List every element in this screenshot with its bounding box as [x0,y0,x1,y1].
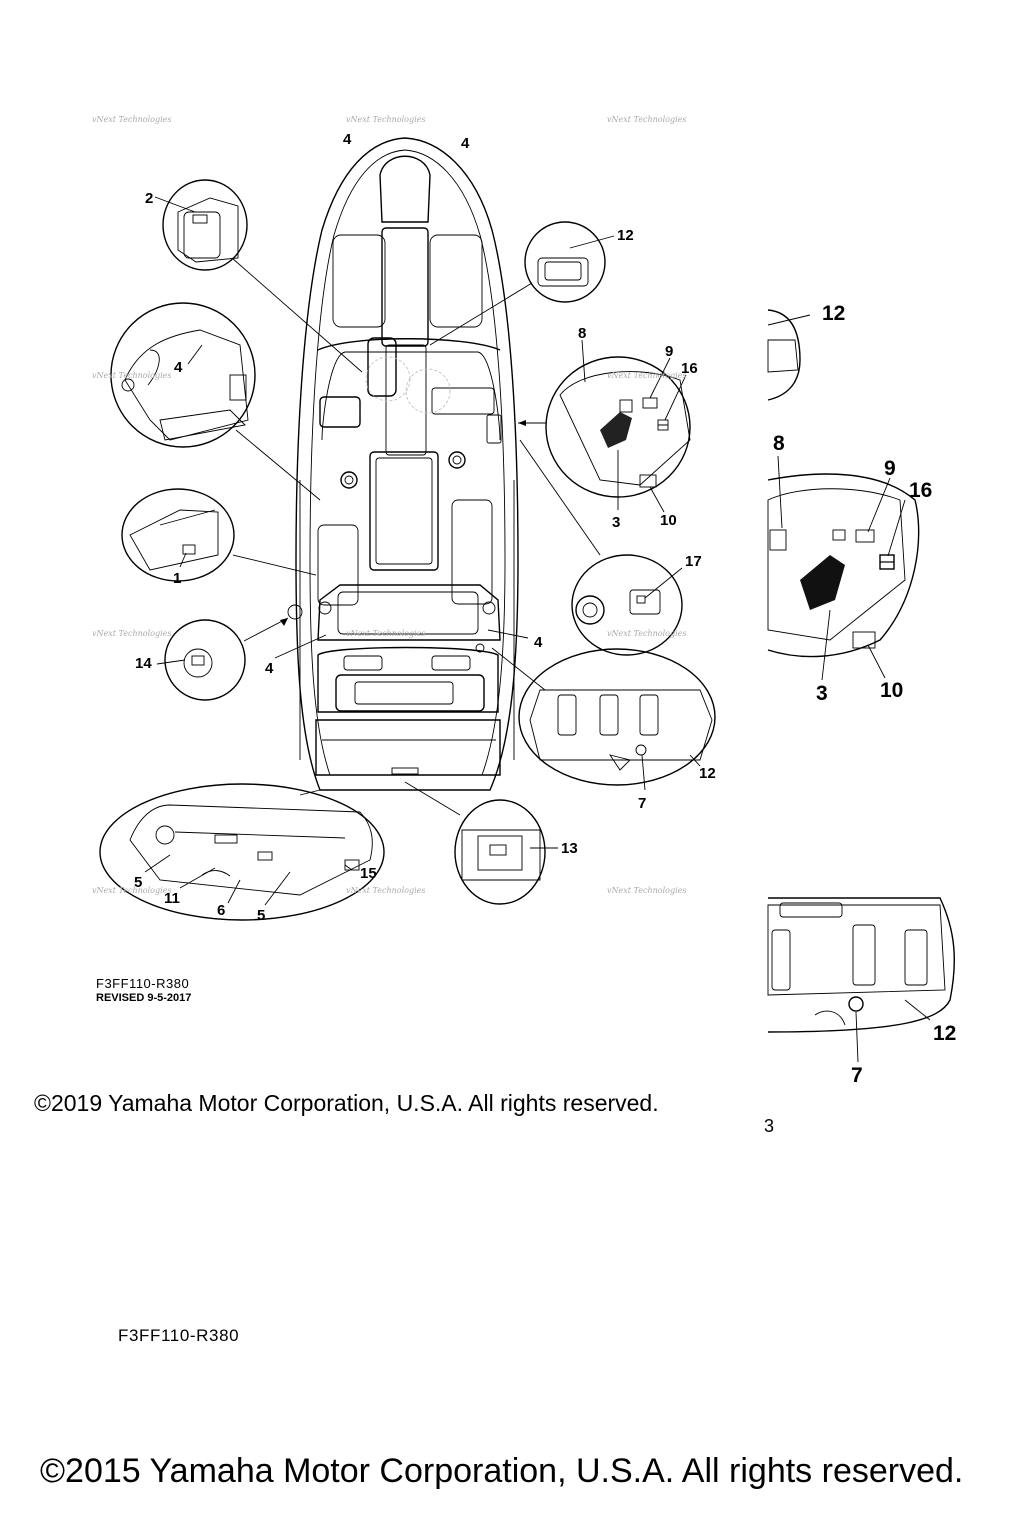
callout-3: 3 [612,514,620,531]
callout-4: 4 [174,359,183,376]
callout-3: 3 [816,682,828,705]
callout-16: 16 [681,360,698,377]
callout-5: 5 [257,907,265,924]
callout-4: 4 [461,135,470,152]
watermark-text: vNext Technologies [607,371,686,380]
stray-mark: 3 [764,1116,775,1136]
zoom-inset-throttle [767,455,920,681]
copyright-2015: ©2015 Yamaha Motor Corporation, U.S.A. A… [40,1452,964,1490]
revised-date: REVISED 9-5-2017 [96,992,192,1004]
callout-4: 4 [343,131,352,148]
callout-11: 11 [164,890,180,907]
watermark-text: vNext Technologies [346,886,425,895]
watermark-text: vNext Technologies [92,886,171,895]
callout-8: 8 [578,325,586,342]
callout-10: 10 [660,512,677,529]
watermark-text: vNext Technologies [92,629,171,638]
callout-4: 4 [534,634,543,651]
watermarks: vNext Technologies vNext Technologies vN… [92,115,686,895]
watermark-text: vNext Technologies [346,629,425,638]
inset-13 [404,781,558,905]
callout-12: 12 [617,227,634,244]
watermark-text: vNext Technologies [607,886,686,895]
watermark-text: vNext Technologies [607,115,686,124]
watermark-text: vNext Technologies [92,115,171,124]
watermark-text: vNext Technologies [92,371,171,380]
callout-7: 7 [851,1064,863,1087]
inset-14 [156,617,289,701]
inset-rear-seat [491,647,716,791]
callout-12: 12 [822,302,845,325]
callout-4: 4 [265,660,274,677]
callout-13: 13 [561,840,578,857]
callout-15: 15 [360,865,377,882]
watermark-text: vNext Technologies [607,629,686,638]
hull-highlight-circles [365,356,451,414]
zoom-inset-rear [767,897,956,1063]
inset-17 [519,439,683,656]
callout-12: 12 [933,1022,956,1045]
callout-1: 1 [173,570,181,587]
callout-10: 10 [880,679,903,702]
inset-throttle [518,339,691,513]
callout-2: 2 [145,190,153,207]
part-code-large: F3FF110-R380 [118,1326,240,1345]
inset-2 [154,179,363,373]
callout-17: 17 [685,553,702,570]
watermark-text: vNext Technologies [346,115,425,124]
callout-9: 9 [665,343,673,360]
boat-hull [287,137,519,791]
zoom-inset-12 [767,309,811,401]
callout-7: 7 [638,795,646,812]
callout-5: 5 [134,874,142,891]
copyright-2019: ©2019 Yamaha Motor Corporation, U.S.A. A… [34,1090,659,1116]
callout-16: 16 [909,479,932,502]
inset-12-upper [429,221,615,346]
callout-12: 12 [699,765,716,782]
inset-1 [121,488,317,582]
inset-platform [99,783,385,921]
callout-9: 9 [884,457,896,480]
callout-labels: 4 4 2 12 8 9 16 4 3 10 17 1 14 4 4 12 7 … [134,131,956,1087]
inset-4-upper [110,302,321,501]
part-code: F3FF110-R380 [96,976,190,991]
callout-8: 8 [773,432,785,455]
callout-14: 14 [135,655,152,672]
callout-6: 6 [217,902,225,919]
